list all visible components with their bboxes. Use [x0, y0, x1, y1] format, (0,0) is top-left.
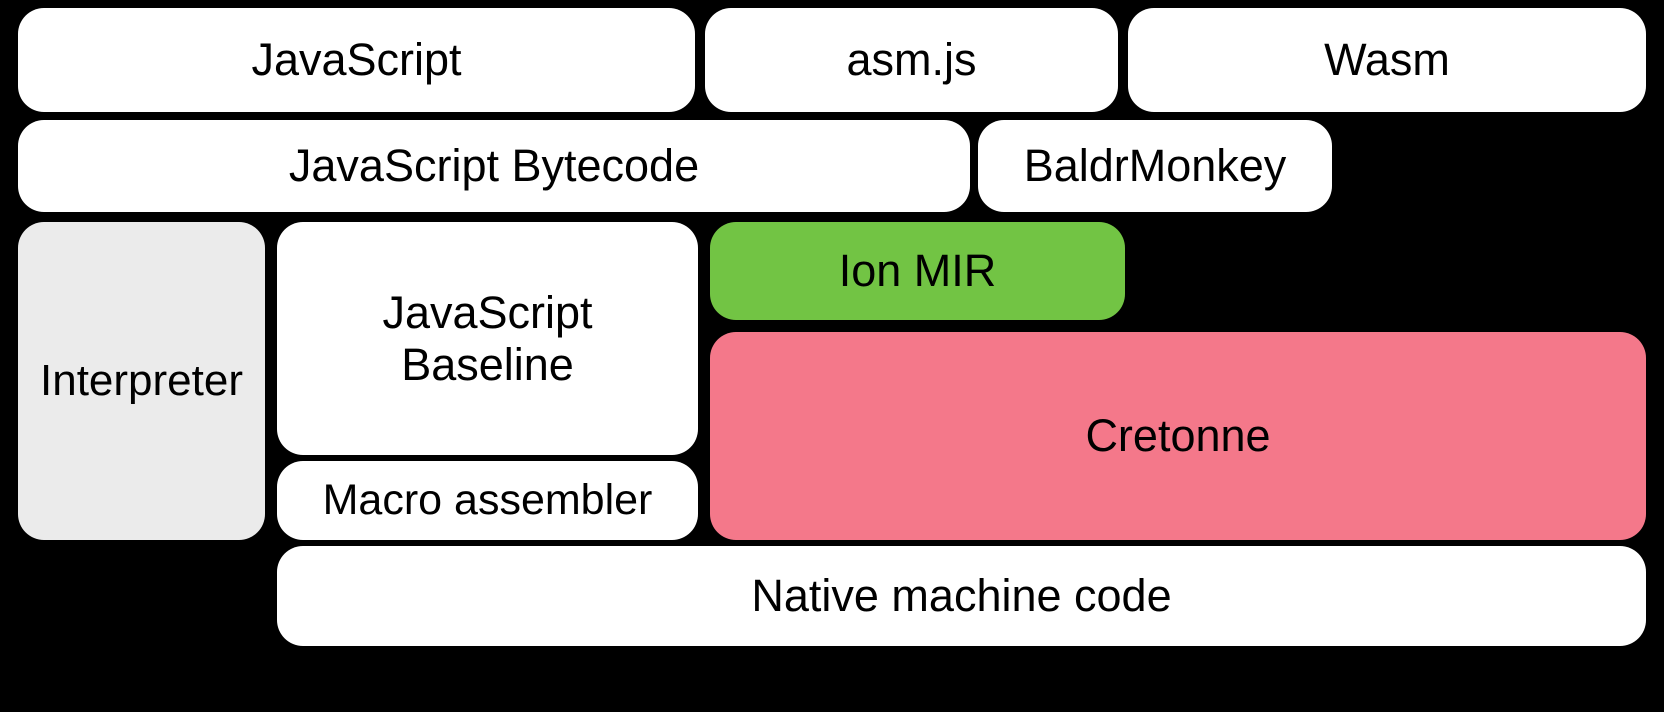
- node-javascript-bytecode[interactable]: JavaScript Bytecode: [18, 120, 970, 212]
- node-baldrmonkey[interactable]: BaldrMonkey: [978, 120, 1332, 212]
- node-ion-mir[interactable]: Ion MIR: [710, 222, 1125, 320]
- node-asm-js[interactable]: asm.js: [705, 8, 1118, 112]
- node-interpreter[interactable]: Interpreter: [18, 222, 265, 540]
- node-macro-assembler[interactable]: Macro assembler: [277, 461, 698, 540]
- node-cretonne[interactable]: Cretonne: [710, 332, 1646, 540]
- node-javascript-baseline[interactable]: JavaScript Baseline: [277, 222, 698, 455]
- node-javascript[interactable]: JavaScript: [18, 8, 695, 112]
- node-native-machine-code[interactable]: Native machine code: [277, 546, 1646, 646]
- node-wasm[interactable]: Wasm: [1128, 8, 1646, 112]
